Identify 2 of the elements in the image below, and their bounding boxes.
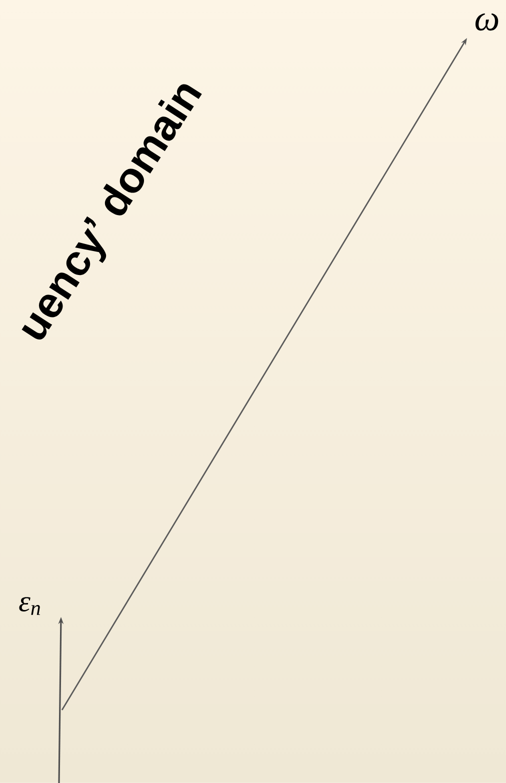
axis-label: ω (476, 13, 498, 31)
axis-label: ε$_{n}$ (19, 597, 40, 615)
